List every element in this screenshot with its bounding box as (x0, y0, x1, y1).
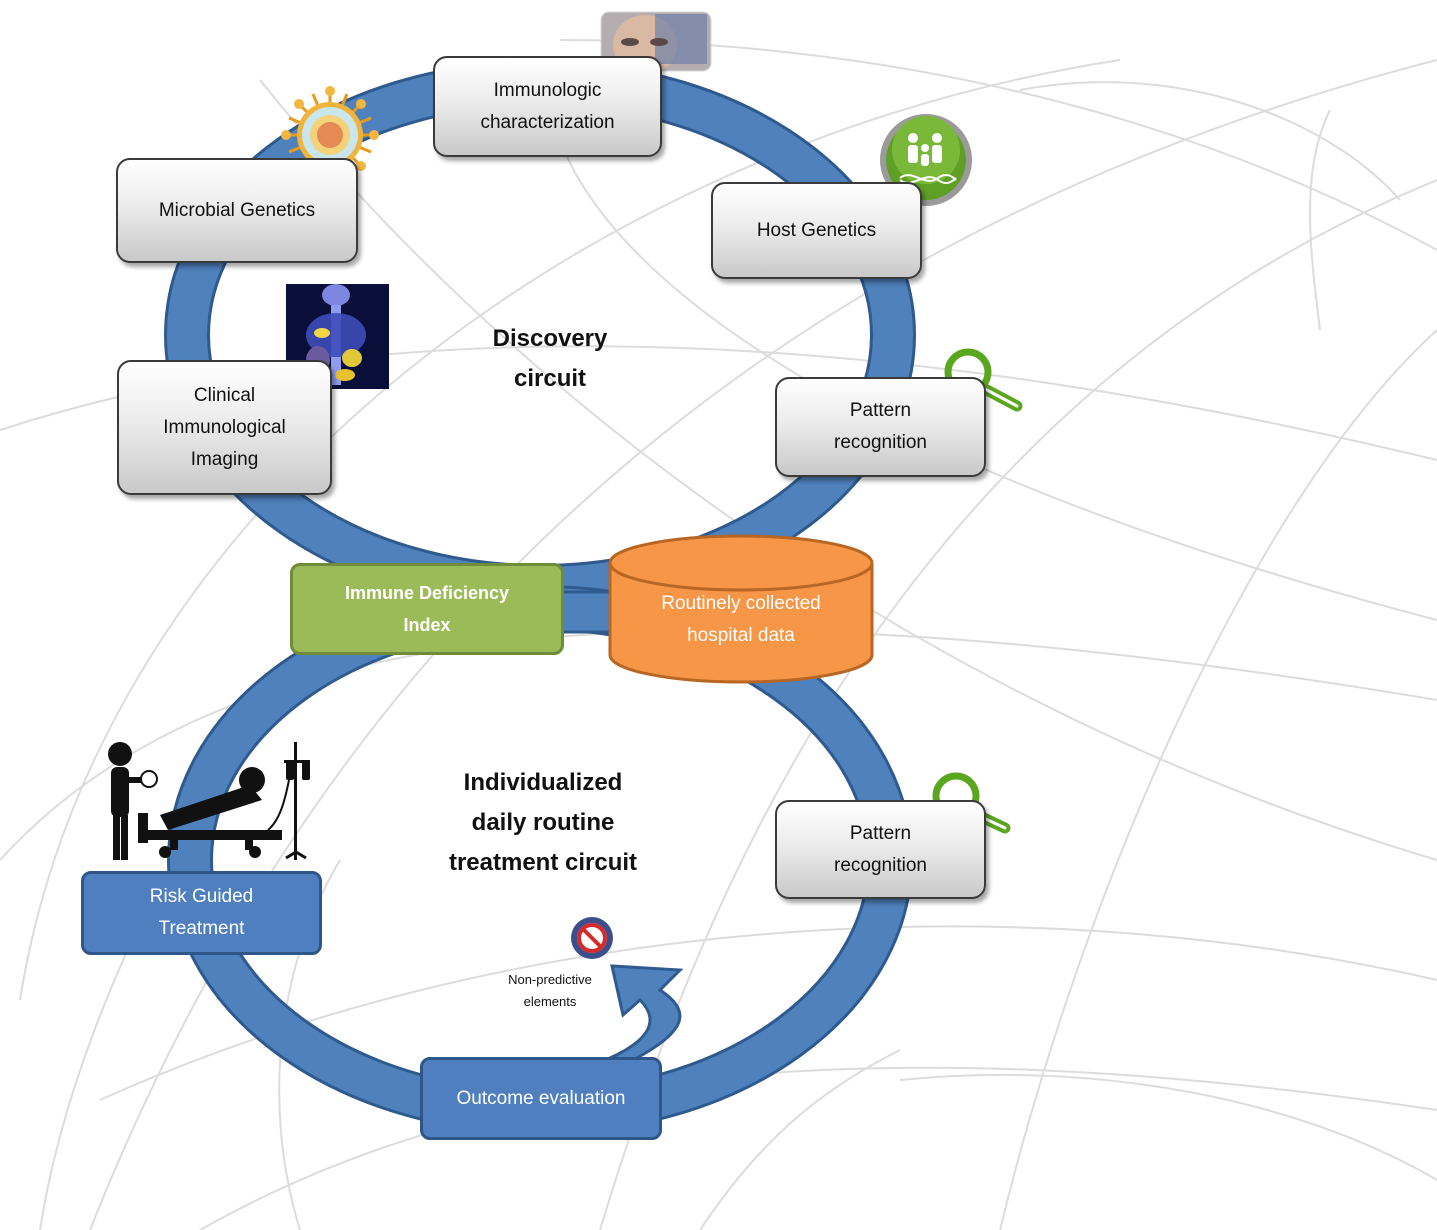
host-genetics-node[interactable]: Host Genetics (711, 182, 922, 279)
pattern-recognition-label: Pattern recognition (834, 822, 927, 876)
database-cylinder (608, 534, 874, 684)
microbial-genetics-node[interactable]: Microbial Genetics (116, 158, 358, 263)
hospital-data-label: Routinely collected hospital data (661, 593, 821, 646)
non-predictive-elements-label: Non-predictive elements (480, 969, 620, 1013)
host-genetics-label: Host Genetics (756, 219, 877, 241)
outcome-evaluation-label: Outcome evaluation (456, 1087, 626, 1109)
treatment-circuit-title-text: Individualized daily routine treatment c… (448, 769, 638, 876)
treatment-circuit-title: Individualized daily routine treatment c… (413, 763, 673, 883)
immunologic-characterization-label: Immunologic characterization (480, 79, 615, 133)
risk-guided-treatment-label: Risk Guided Treatment (149, 886, 254, 939)
pattern-recognition-node-discovery[interactable]: Pattern recognition (775, 377, 986, 477)
hospital-bed-icon (108, 742, 310, 860)
discovery-circuit-title-text: Discovery circuit (492, 325, 608, 392)
discovery-circuit-title: Discovery circuit (450, 319, 650, 399)
pattern-recognition-node-treatment[interactable]: Pattern recognition (775, 800, 986, 899)
hospital-data-database[interactable]: Routinely collected hospital data (612, 588, 870, 652)
immunologic-characterization-node[interactable]: Immunologic characterization (433, 56, 662, 157)
outcome-evaluation-node[interactable]: Outcome evaluation (420, 1057, 662, 1140)
no-entry-icon (571, 917, 613, 959)
immune-deficiency-index-label: Immune Deficiency Index (344, 583, 510, 635)
risk-guided-treatment-node[interactable]: Risk Guided Treatment (81, 871, 322, 955)
microbial-genetics-label: Microbial Genetics (158, 199, 316, 221)
immune-deficiency-index-node[interactable]: Immune Deficiency Index (290, 563, 564, 655)
non-predictive-elements-text: Non-predictive elements (508, 972, 592, 1009)
clinical-imaging-label: Clinical Immunological Imaging (163, 384, 286, 470)
pattern-recognition-label: Pattern recognition (834, 400, 927, 453)
clinical-imaging-node[interactable]: Clinical Immunological Imaging (117, 360, 332, 495)
curved-arrow (604, 964, 684, 1062)
dna-family-icon (880, 114, 972, 206)
